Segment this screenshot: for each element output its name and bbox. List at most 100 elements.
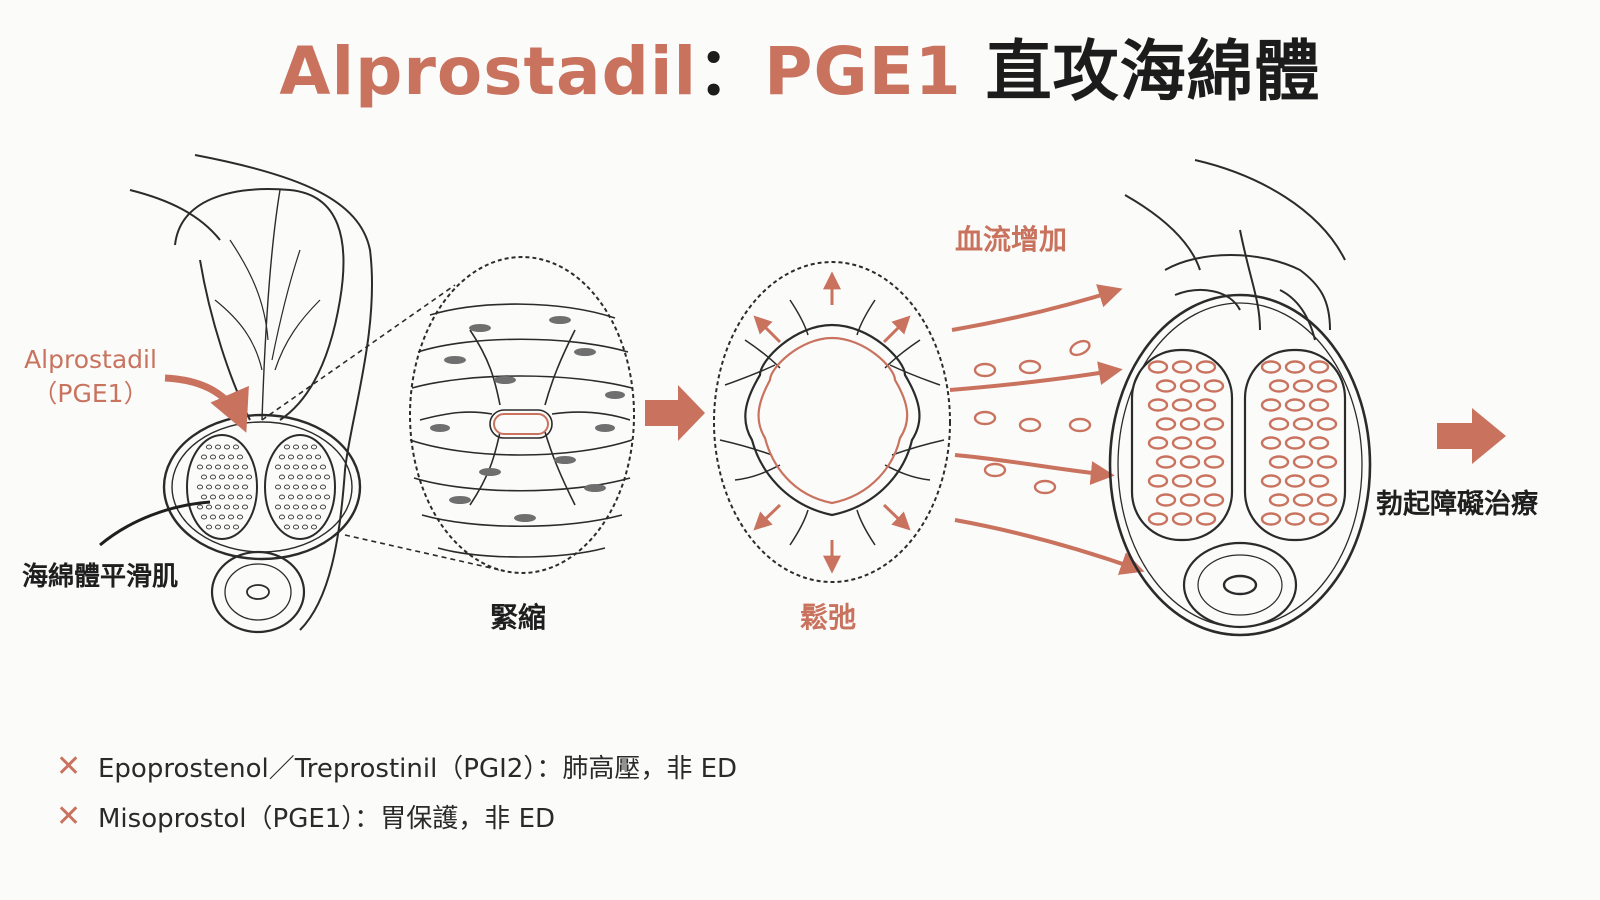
pore <box>200 494 208 500</box>
pore <box>319 504 327 510</box>
relaxed-tissue-illustration <box>713 261 951 583</box>
blood-cell <box>1195 436 1217 450</box>
pore <box>283 484 291 490</box>
note-row: ✕ Misoprostol（PGE1）：胃保護，非 ED <box>56 798 555 835</box>
blood-cells <box>973 339 1092 495</box>
pore <box>218 514 226 520</box>
pore <box>200 474 208 480</box>
pore <box>218 474 226 480</box>
blood-cell <box>1308 360 1330 374</box>
pore <box>223 504 231 510</box>
pore <box>196 484 204 490</box>
blood-cell <box>1284 474 1306 488</box>
blood-cell <box>1203 455 1225 469</box>
pore <box>214 444 222 450</box>
drug-injection-arrow <box>164 374 249 433</box>
blood-cell <box>1308 474 1330 488</box>
pore <box>283 444 291 450</box>
pore <box>214 524 222 530</box>
pore <box>283 504 291 510</box>
blood-cell <box>1284 436 1306 450</box>
drug-label-name: Alprostadil <box>24 345 157 374</box>
pore <box>223 464 231 470</box>
pore <box>301 504 309 510</box>
blood-cell <box>1147 474 1169 488</box>
blood-cell <box>1292 493 1314 507</box>
pore <box>200 514 208 520</box>
blood-cell <box>1260 512 1282 526</box>
contracted-tissue-illustration <box>409 256 635 574</box>
pore <box>200 454 208 460</box>
smooth-muscle-pointer <box>99 500 211 547</box>
pore <box>305 454 313 460</box>
blood-cell <box>1284 512 1306 526</box>
pore <box>241 504 249 510</box>
blood-cell <box>1155 455 1177 469</box>
pore <box>205 504 213 510</box>
pore <box>232 444 240 450</box>
pore <box>274 464 282 470</box>
blood-cell <box>1195 398 1217 412</box>
blood-cell <box>1308 436 1330 450</box>
pore <box>310 484 318 490</box>
pore <box>305 514 313 520</box>
relax-label: 鬆弛 <box>800 601 857 634</box>
pore <box>319 464 327 470</box>
pore <box>196 504 204 510</box>
blood-cell <box>1171 398 1193 412</box>
blood-cell <box>1260 436 1282 450</box>
pore <box>232 484 240 490</box>
pore <box>310 504 318 510</box>
pore <box>209 454 217 460</box>
pore <box>209 474 217 480</box>
pore <box>196 464 204 470</box>
page-title: Alprostadil：PGE1 直攻海綿體 <box>0 18 1600 114</box>
pore <box>236 494 244 500</box>
pore <box>223 484 231 490</box>
blood-cell <box>1147 398 1169 412</box>
pore <box>245 474 253 480</box>
pore <box>218 494 226 500</box>
pore <box>227 514 235 520</box>
blood-cell <box>1203 379 1225 393</box>
pore <box>296 514 304 520</box>
pore <box>292 524 300 530</box>
title-drug: Alprostadil <box>279 33 698 110</box>
blood-cell <box>1203 493 1225 507</box>
pore <box>310 464 318 470</box>
blood-cell <box>1179 455 1201 469</box>
blood-cell <box>1147 360 1169 374</box>
penis-anatomy-illustration <box>129 154 374 634</box>
blood-cell <box>1171 436 1193 450</box>
blood-cell <box>1292 417 1314 431</box>
process-arrow-2 <box>1437 408 1506 464</box>
blood-flow-label: 血流增加 <box>955 223 1068 256</box>
blood-cell <box>1292 379 1314 393</box>
result-label: 勃起障礙治療 <box>1376 489 1538 520</box>
blood-cell <box>1284 398 1306 412</box>
blood-cell <box>1260 360 1282 374</box>
blood-cell <box>1171 512 1193 526</box>
pore <box>274 504 282 510</box>
pore <box>209 494 217 500</box>
blood-cell <box>1179 417 1201 431</box>
pore <box>296 474 304 480</box>
pore <box>278 454 286 460</box>
blood-cell <box>1147 512 1169 526</box>
pore <box>305 494 313 500</box>
pore <box>319 484 327 490</box>
blood-cell <box>1195 474 1217 488</box>
pore <box>301 524 309 530</box>
blood-cell <box>1155 493 1177 507</box>
pore <box>301 464 309 470</box>
blood-cell <box>1292 455 1314 469</box>
pore <box>232 464 240 470</box>
pore <box>227 494 235 500</box>
pore <box>296 454 304 460</box>
blood-cell <box>1155 417 1177 431</box>
pore <box>223 444 231 450</box>
smooth-muscle-label: 海綿體平滑肌 <box>22 562 179 592</box>
blood-cell <box>1316 417 1338 431</box>
pore <box>241 484 249 490</box>
